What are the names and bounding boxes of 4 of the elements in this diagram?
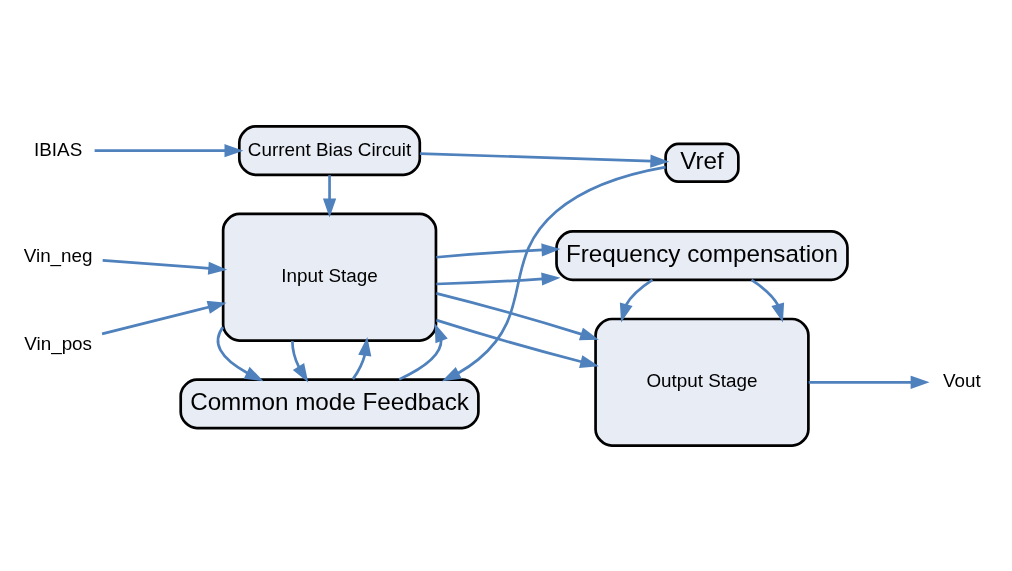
node-text: Vin_neg xyxy=(23,244,93,266)
node-text: Vout xyxy=(943,369,981,391)
node-text: IBIAS xyxy=(34,138,83,160)
node-text: Vin_pos xyxy=(24,332,93,354)
